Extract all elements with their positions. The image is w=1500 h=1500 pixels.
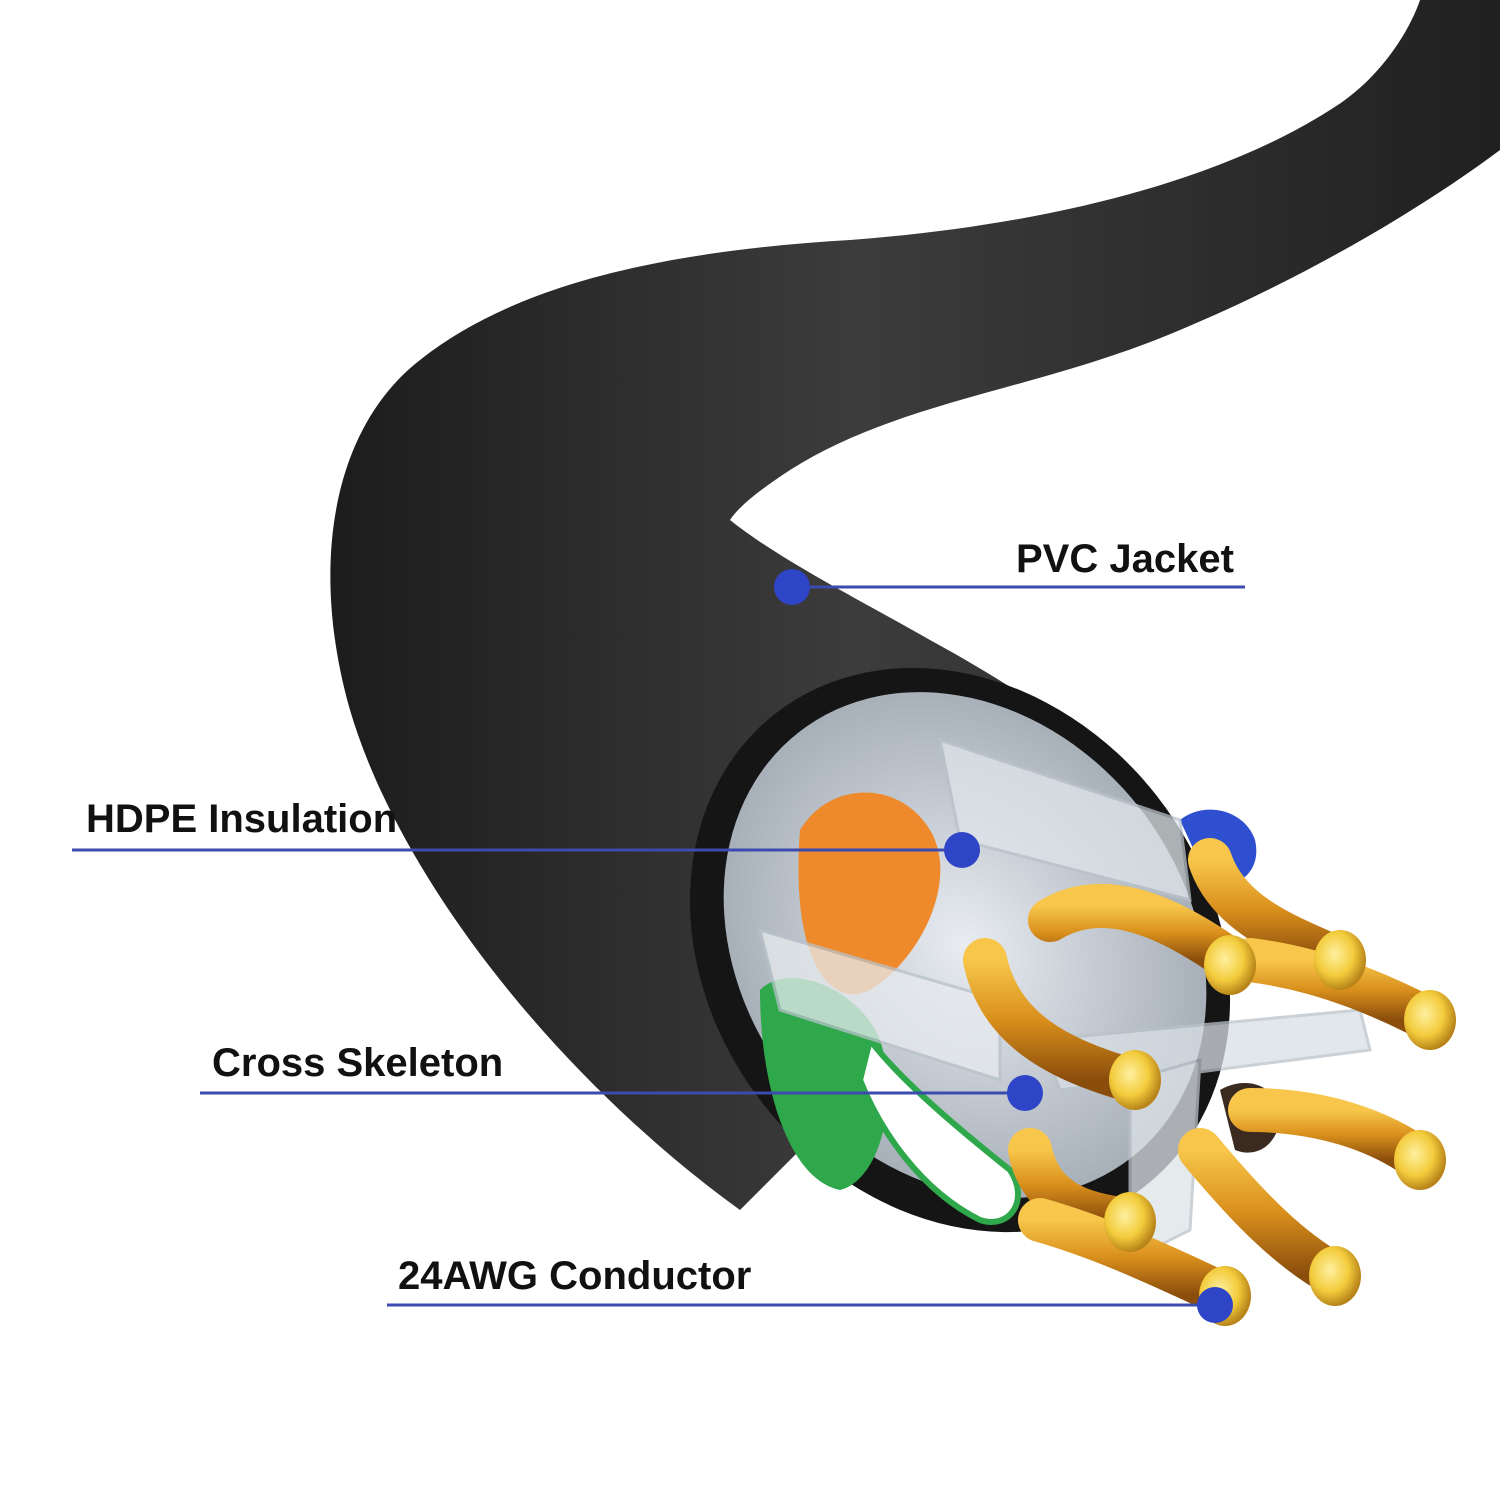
marker-dot-pvc — [774, 569, 810, 605]
marker-dot-hdpe — [944, 832, 980, 868]
copper-conductors — [963, 838, 1456, 1326]
marker-dot-awg — [1197, 1287, 1233, 1323]
cross-skeleton-label: Cross Skeleton — [212, 1041, 504, 1085]
marker-dot-cross — [1007, 1075, 1043, 1111]
conductor-label: 24AWG Conductor — [398, 1254, 752, 1298]
pvc-jacket-label: PVC Jacket — [1016, 537, 1234, 581]
leader-lines — [72, 585, 1245, 1307]
marker-dots — [774, 569, 1233, 1323]
hdpe-insulation-label: HDPE Insulation — [86, 797, 398, 841]
